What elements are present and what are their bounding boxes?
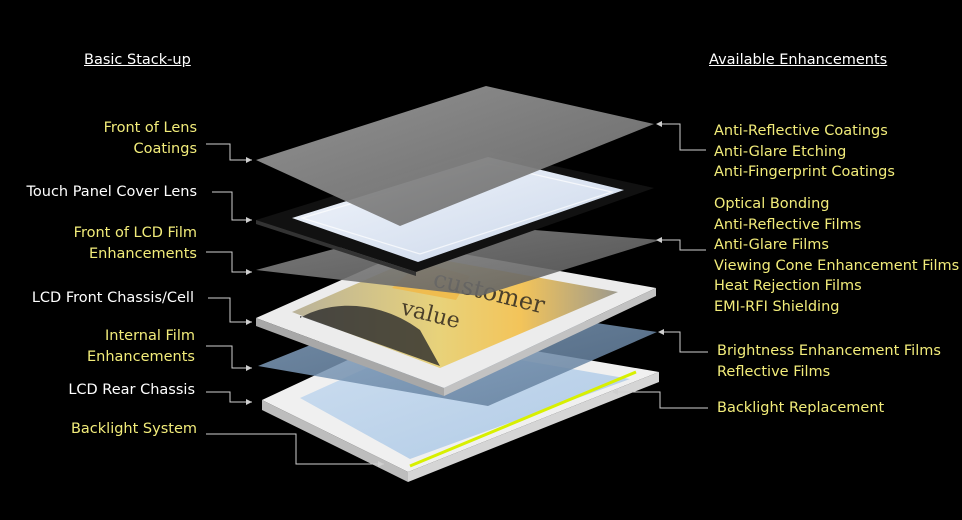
enhancements-lens-coatings: Anti-Reflective Coatings Anti-Glare Etch… <box>714 121 895 183</box>
enhancements-lcd-films: Optical Bonding Anti-Reflective Films An… <box>714 194 959 317</box>
lens-coating-layer <box>256 86 654 226</box>
enhancement-item: Optical Bonding <box>714 196 830 212</box>
label-lcd-rear-chassis: LCD Rear Chassis <box>68 380 195 401</box>
left-connectors <box>206 143 384 467</box>
label-front-of-lens-coatings: Front of Lens Coatings <box>104 118 197 159</box>
enhancement-item: Anti-Reflective Films <box>714 216 862 233</box>
enhancement-item: Backlight Replacement <box>717 400 885 416</box>
enhancement-item: Reflective Films <box>717 363 831 380</box>
label-line: Internal Film <box>105 328 195 344</box>
label-line: Touch Panel Cover Lens <box>26 184 197 200</box>
cover-lens-layer <box>256 150 654 276</box>
label-line: Enhancements <box>89 245 197 262</box>
label-line: Front of Lens <box>103 120 197 136</box>
label-line: Coatings <box>133 140 197 157</box>
label-line: LCD Front Chassis/Cell <box>31 290 194 306</box>
label-lcd-front-chassis: LCD Front Chassis/Cell <box>32 288 194 309</box>
enhancement-item: Anti-Glare Films <box>714 237 829 253</box>
enhancement-item: Viewing Cone Enhancement Films <box>714 257 960 274</box>
heading-basic-stackup: Basic Stack-up <box>84 52 191 68</box>
label-line: LCD Rear Chassis <box>68 382 195 398</box>
label-line: Enhancements <box>87 348 195 365</box>
enhancement-item: Anti-Fingerprint Coatings <box>714 164 895 180</box>
label-line: Backlight System <box>70 421 197 437</box>
heading-available-enhancements: Available Enhancements <box>709 52 888 68</box>
label-line: Front of LCD Film <box>73 225 197 241</box>
enhancement-item: Anti-Reflective Coatings <box>714 123 888 139</box>
enhancements-internal-films: Brightness Enhancement Films Reflective … <box>717 341 941 382</box>
label-front-of-lcd-film: Front of LCD Film Enhancements <box>74 223 197 264</box>
label-backlight-system: Backlight System <box>71 419 197 440</box>
led-strip <box>409 370 637 468</box>
enhancement-item: Brightness Enhancement Films <box>717 343 941 359</box>
enhancements-backlight: Backlight Replacement <box>717 398 884 419</box>
enhancement-item: Heat Rejection Films <box>714 278 862 294</box>
right-connectors <box>612 121 708 409</box>
enhancement-item: EMI-RFI Shielding <box>714 298 840 315</box>
lcd-film-layer <box>256 222 660 296</box>
enhancement-item: Anti-Glare Etching <box>714 143 847 160</box>
label-internal-film: Internal Film Enhancements <box>87 326 195 367</box>
label-touch-panel-cover-lens: Touch Panel Cover Lens <box>26 182 197 203</box>
